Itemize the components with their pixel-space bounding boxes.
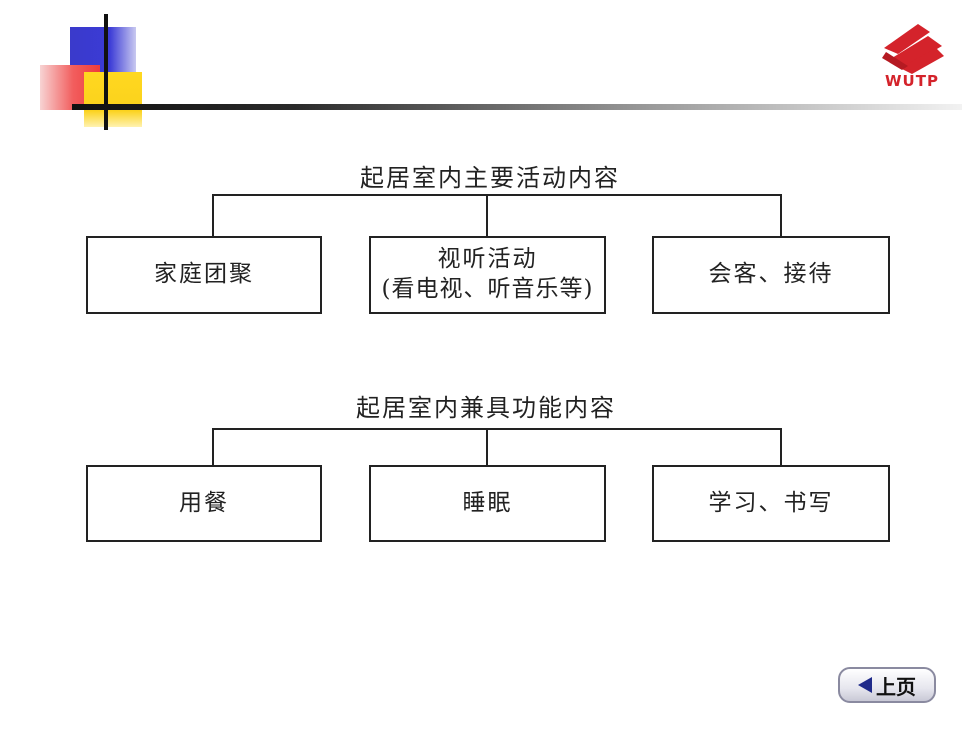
diagram1-connector-left: [212, 194, 214, 237]
diagram2-box-sleeping: 睡眠: [369, 465, 606, 542]
box-label: 用餐: [179, 489, 229, 516]
prev-page-label: 上页: [876, 674, 916, 699]
triangle-left-icon: [858, 677, 872, 693]
diagram2-box-study: 学习、书写: [652, 465, 890, 542]
diagram1-connector-bar: [212, 194, 782, 196]
diagram2-title: 起居室内兼具功能内容: [356, 394, 616, 422]
diagram2-box-dining: 用餐: [86, 465, 322, 542]
box-label: 家庭团聚: [154, 261, 254, 288]
box-sublabel: (看电视、听音乐等): [381, 276, 594, 302]
wutp-logo-icon: [882, 24, 944, 74]
diagram2-connector-bar: [212, 428, 782, 430]
decor-vertical-line: [104, 14, 108, 130]
logo-text: WUTP: [885, 72, 939, 90]
box-label: 学习、书写: [708, 489, 834, 516]
diagram2-connector-left: [212, 428, 214, 466]
box-label: 会客、接待: [708, 261, 834, 288]
diagram1-box-audiovisual: 视听活动 (看电视、听音乐等): [369, 236, 606, 314]
diagram2-connector-middle: [486, 428, 488, 466]
box-label: 视听活动: [437, 246, 538, 273]
diagram1-box-guests: 会客、接待: [652, 236, 890, 314]
prev-page-button[interactable]: 上页: [838, 667, 936, 703]
diagram1-title: 起居室内主要活动内容: [360, 164, 620, 192]
decor-yellow-square: [84, 72, 142, 127]
diagram1-connector-right: [780, 194, 782, 237]
box-label: 睡眠: [462, 489, 513, 516]
diagram1-box-family: 家庭团聚: [86, 236, 322, 314]
diagram2-connector-right: [780, 428, 782, 466]
header-rule: [72, 104, 962, 110]
diagram1-connector-middle: [486, 194, 488, 237]
